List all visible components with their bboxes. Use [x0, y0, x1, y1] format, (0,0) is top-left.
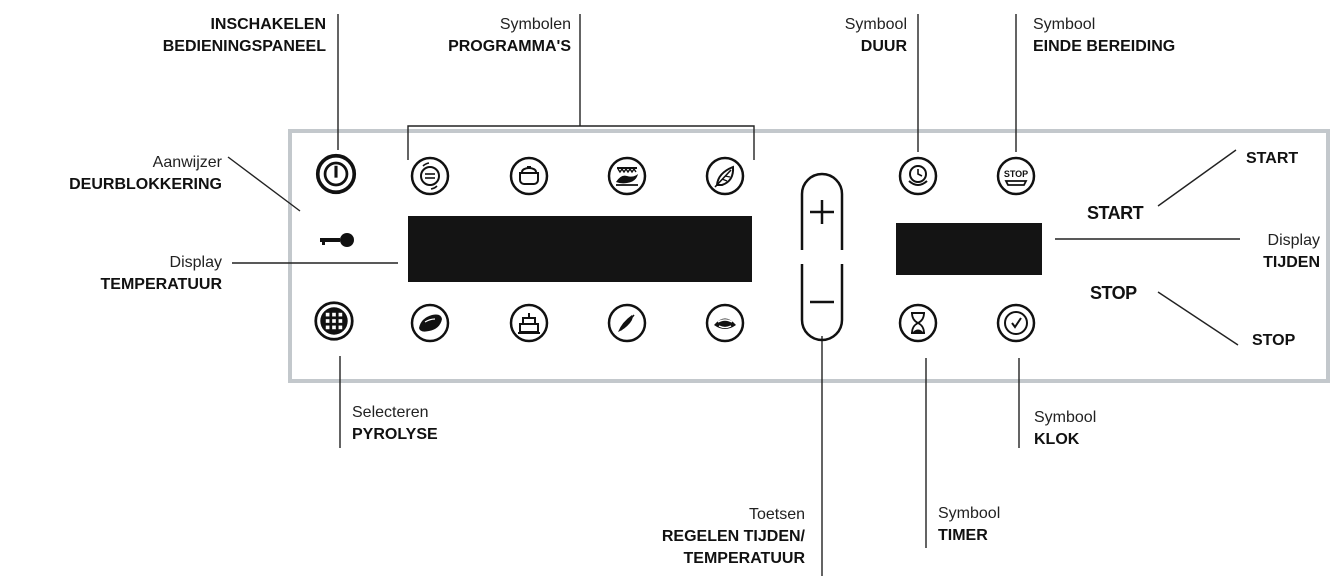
key-icon	[320, 233, 354, 247]
pyrolysis-button[interactable]	[313, 300, 359, 346]
end-cooking-button[interactable]: STOP	[995, 155, 1037, 197]
pot-icon	[509, 156, 549, 196]
svg-text:STOP: STOP	[1004, 169, 1028, 179]
temperature-display-label: Display TEMPERATUUR	[100, 254, 222, 293]
start-button[interactable]: START	[1087, 203, 1144, 223]
plus-icon	[800, 172, 844, 250]
cake-program-button[interactable]	[508, 302, 550, 344]
grill-icon	[607, 156, 647, 196]
end-label: Symbool EINDE BEREIDING	[1033, 16, 1176, 55]
cake-icon	[509, 303, 549, 343]
programs-label: Symbolen PROGRAMMA'S	[448, 16, 571, 55]
clock-icon	[996, 303, 1036, 343]
power-button[interactable]	[315, 153, 361, 199]
duration-label: Symbool DUUR	[844, 16, 907, 55]
pyrolysis-label: Selecteren PYROLYSE	[352, 404, 438, 443]
timer-label: Symbool TIMER	[938, 505, 1001, 544]
pastry-icon	[705, 303, 745, 343]
stop-label: STOP	[1252, 332, 1296, 349]
stop-end-icon: STOP	[996, 156, 1036, 196]
pastry-program-button[interactable]	[704, 302, 746, 344]
minus-key[interactable]	[800, 262, 844, 342]
grill-program-button[interactable]	[606, 155, 648, 197]
door-lock-label: Aanwijzer DEURBLOKKERING	[69, 154, 222, 193]
fan-program-icon	[410, 156, 450, 196]
clock-button[interactable]	[995, 302, 1037, 344]
timer-button[interactable]	[897, 302, 939, 344]
leaf-program-button[interactable]	[704, 155, 746, 197]
clock-label: Symbool KLOK	[1034, 409, 1097, 448]
start-label: START	[1246, 150, 1299, 167]
sausage-program-button[interactable]	[409, 302, 451, 344]
vegetable-program-button[interactable]	[606, 302, 648, 344]
minus-icon	[800, 264, 844, 342]
sausage-icon	[410, 303, 450, 343]
power-icon	[315, 153, 357, 195]
pot-program-button[interactable]	[508, 155, 550, 197]
temperature-display	[408, 216, 752, 282]
duration-button[interactable]	[897, 155, 939, 197]
time-display-label: Display TIJDEN	[1263, 232, 1320, 271]
pyrolysis-grid-icon	[314, 301, 354, 341]
hourglass-icon	[898, 303, 938, 343]
power-label: INSCHAKELEN BEDIENINGSPANEEL	[162, 16, 326, 55]
plus-key[interactable]	[800, 172, 844, 252]
stop-button[interactable]: STOP	[1090, 283, 1137, 303]
adjust-keys-label: Toetsen REGELEN TIJDEN/ TEMPERATUUR	[661, 506, 805, 567]
leaf-icon	[705, 156, 745, 196]
fan-program-button[interactable]	[409, 155, 451, 197]
vegetable-icon	[607, 303, 647, 343]
time-display	[896, 223, 1042, 275]
duration-clock-icon	[898, 156, 938, 196]
